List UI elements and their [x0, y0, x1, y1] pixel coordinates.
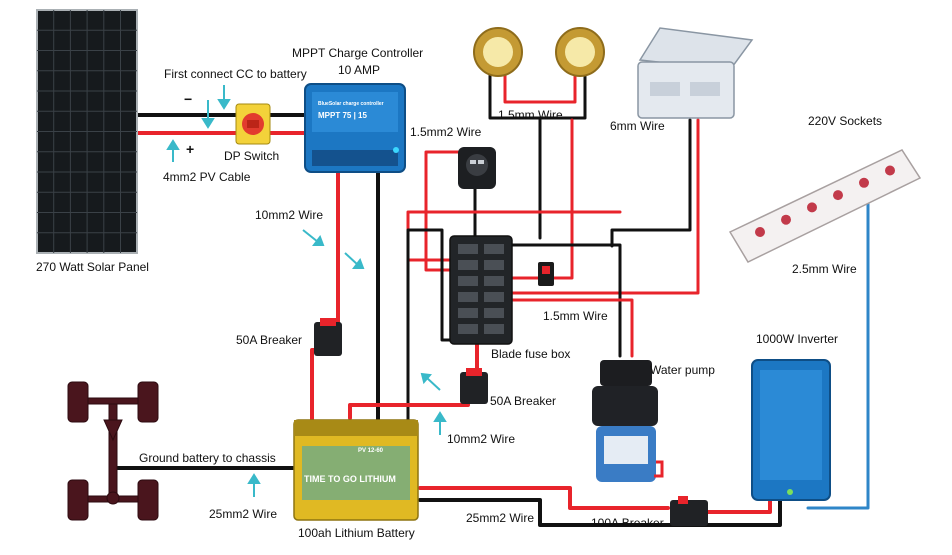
fuse-slot [484, 324, 504, 334]
fuse-slot [458, 260, 478, 270]
battery-label: 100ah Lithium Battery [298, 526, 415, 540]
solar-panel-icon [36, 9, 138, 254]
pump-negative [510, 243, 622, 358]
ground-wire-label: 25mm2 Wire [209, 507, 277, 521]
fuse-slot [458, 292, 478, 302]
light1-negative [488, 72, 587, 120]
charge-controller-icon: BlueSolar charge controller MPPT 75 | 15 [304, 83, 406, 173]
inverter-wire-label: 25mm2 Wire [466, 511, 534, 525]
fuse-slot [458, 276, 478, 286]
labels: First connect CC to battery MPPT Charge … [36, 46, 882, 540]
ac-wire-label: 2.5mm Wire [792, 262, 857, 276]
led-light-icon [473, 27, 523, 77]
socket-outlet [833, 190, 843, 201]
pump-wire-label: 1.5mm Wire [543, 309, 608, 323]
battery-positive-to-breaker [418, 486, 670, 510]
fuse-box-label: Blade fuse box [491, 347, 570, 361]
usb-wire-label: 1.5mm2 Wire [410, 125, 482, 139]
breaker-to-inverter-positive [706, 498, 772, 514]
battery-model-text: PV 12-60 [358, 448, 384, 454]
breaker-left-label: 50A Breaker [236, 333, 302, 347]
fuse-slot [458, 244, 478, 254]
water-pump-icon [592, 360, 664, 482]
circuit-breaker-icon [314, 318, 342, 356]
rocker-switch-icon [538, 262, 554, 286]
mppt-wire-label: 10mm2 Wire [255, 208, 323, 222]
fuse-slot [458, 308, 478, 318]
usb-socket-icon [458, 147, 496, 189]
inverter-label: 1000W Inverter [756, 332, 838, 346]
inverter-icon [751, 359, 831, 501]
switch-to-fusebox [510, 118, 574, 280]
dp-switch-label: DP Switch [224, 149, 279, 163]
fusebox-wire-label: 10mm2 Wire [447, 432, 515, 446]
fridge-wire-label: 6mm Wire [610, 119, 665, 133]
sockets-label: 220V Sockets [808, 114, 882, 128]
fuse-box-icon [449, 235, 513, 345]
pv-cable-label: 4mm2 PV Cable [163, 170, 251, 184]
first-connect-label: First connect CC to battery [164, 67, 307, 81]
battery-negative-to-inverter [418, 498, 782, 527]
ac-wire [806, 193, 870, 510]
fuse-slot [484, 292, 504, 302]
fridge-negative [610, 118, 692, 248]
fusebox-positive-feed [406, 210, 622, 262]
power-strip-icon [728, 149, 922, 263]
fridge-positive [510, 118, 700, 295]
fuse-slot [484, 260, 504, 270]
socket-outlet [755, 227, 765, 237]
socket-outlet [859, 177, 869, 188]
light-positive [503, 72, 577, 104]
led-light-icon [555, 27, 605, 77]
mppt-brand-text: BlueSolar charge controller [318, 101, 384, 107]
mppt-model-text: MPPT 75 | 15 [318, 111, 367, 120]
rotary-switch-icon [235, 103, 271, 145]
battery-brand-text: TIME TO GO LITHIUM [304, 474, 396, 484]
ground-label: Ground battery to chassis [139, 451, 276, 465]
minus-label: − [184, 91, 192, 107]
fusebox-negative-feed [406, 228, 454, 422]
vehicle-chassis-icon [67, 381, 159, 521]
pump-positive [510, 298, 634, 358]
fuse-slot [484, 276, 504, 286]
circuit-breaker-icon [460, 368, 488, 404]
fuse-slot [484, 308, 504, 318]
breaker-100a-label: 100A Breaker [591, 516, 664, 530]
socket-outlet [781, 214, 791, 225]
socket-outlet [885, 165, 895, 176]
light-wire-label: 1.5mm Wire [498, 108, 563, 122]
solar-panel-label: 270 Watt Solar Panel [36, 260, 149, 274]
circuit-breaker-icon [670, 496, 708, 526]
breaker-right-label: 50A Breaker [490, 394, 556, 408]
mppt-amps-label: 10 AMP [338, 63, 380, 77]
annotation-arrows [166, 85, 447, 497]
mppt-title-label: MPPT Charge Controller [292, 46, 423, 60]
fuse-slot [484, 244, 504, 254]
socket-outlet [807, 202, 817, 213]
portable-fridge-icon [637, 27, 754, 119]
water-pump-label: Water pump [650, 363, 715, 377]
battery-icon: TIME TO GO LITHIUM PV 12-60 [293, 419, 419, 521]
fuse-slot [458, 324, 478, 334]
breaker-to-battery-positive [310, 348, 325, 424]
plus-label: + [186, 141, 194, 157]
